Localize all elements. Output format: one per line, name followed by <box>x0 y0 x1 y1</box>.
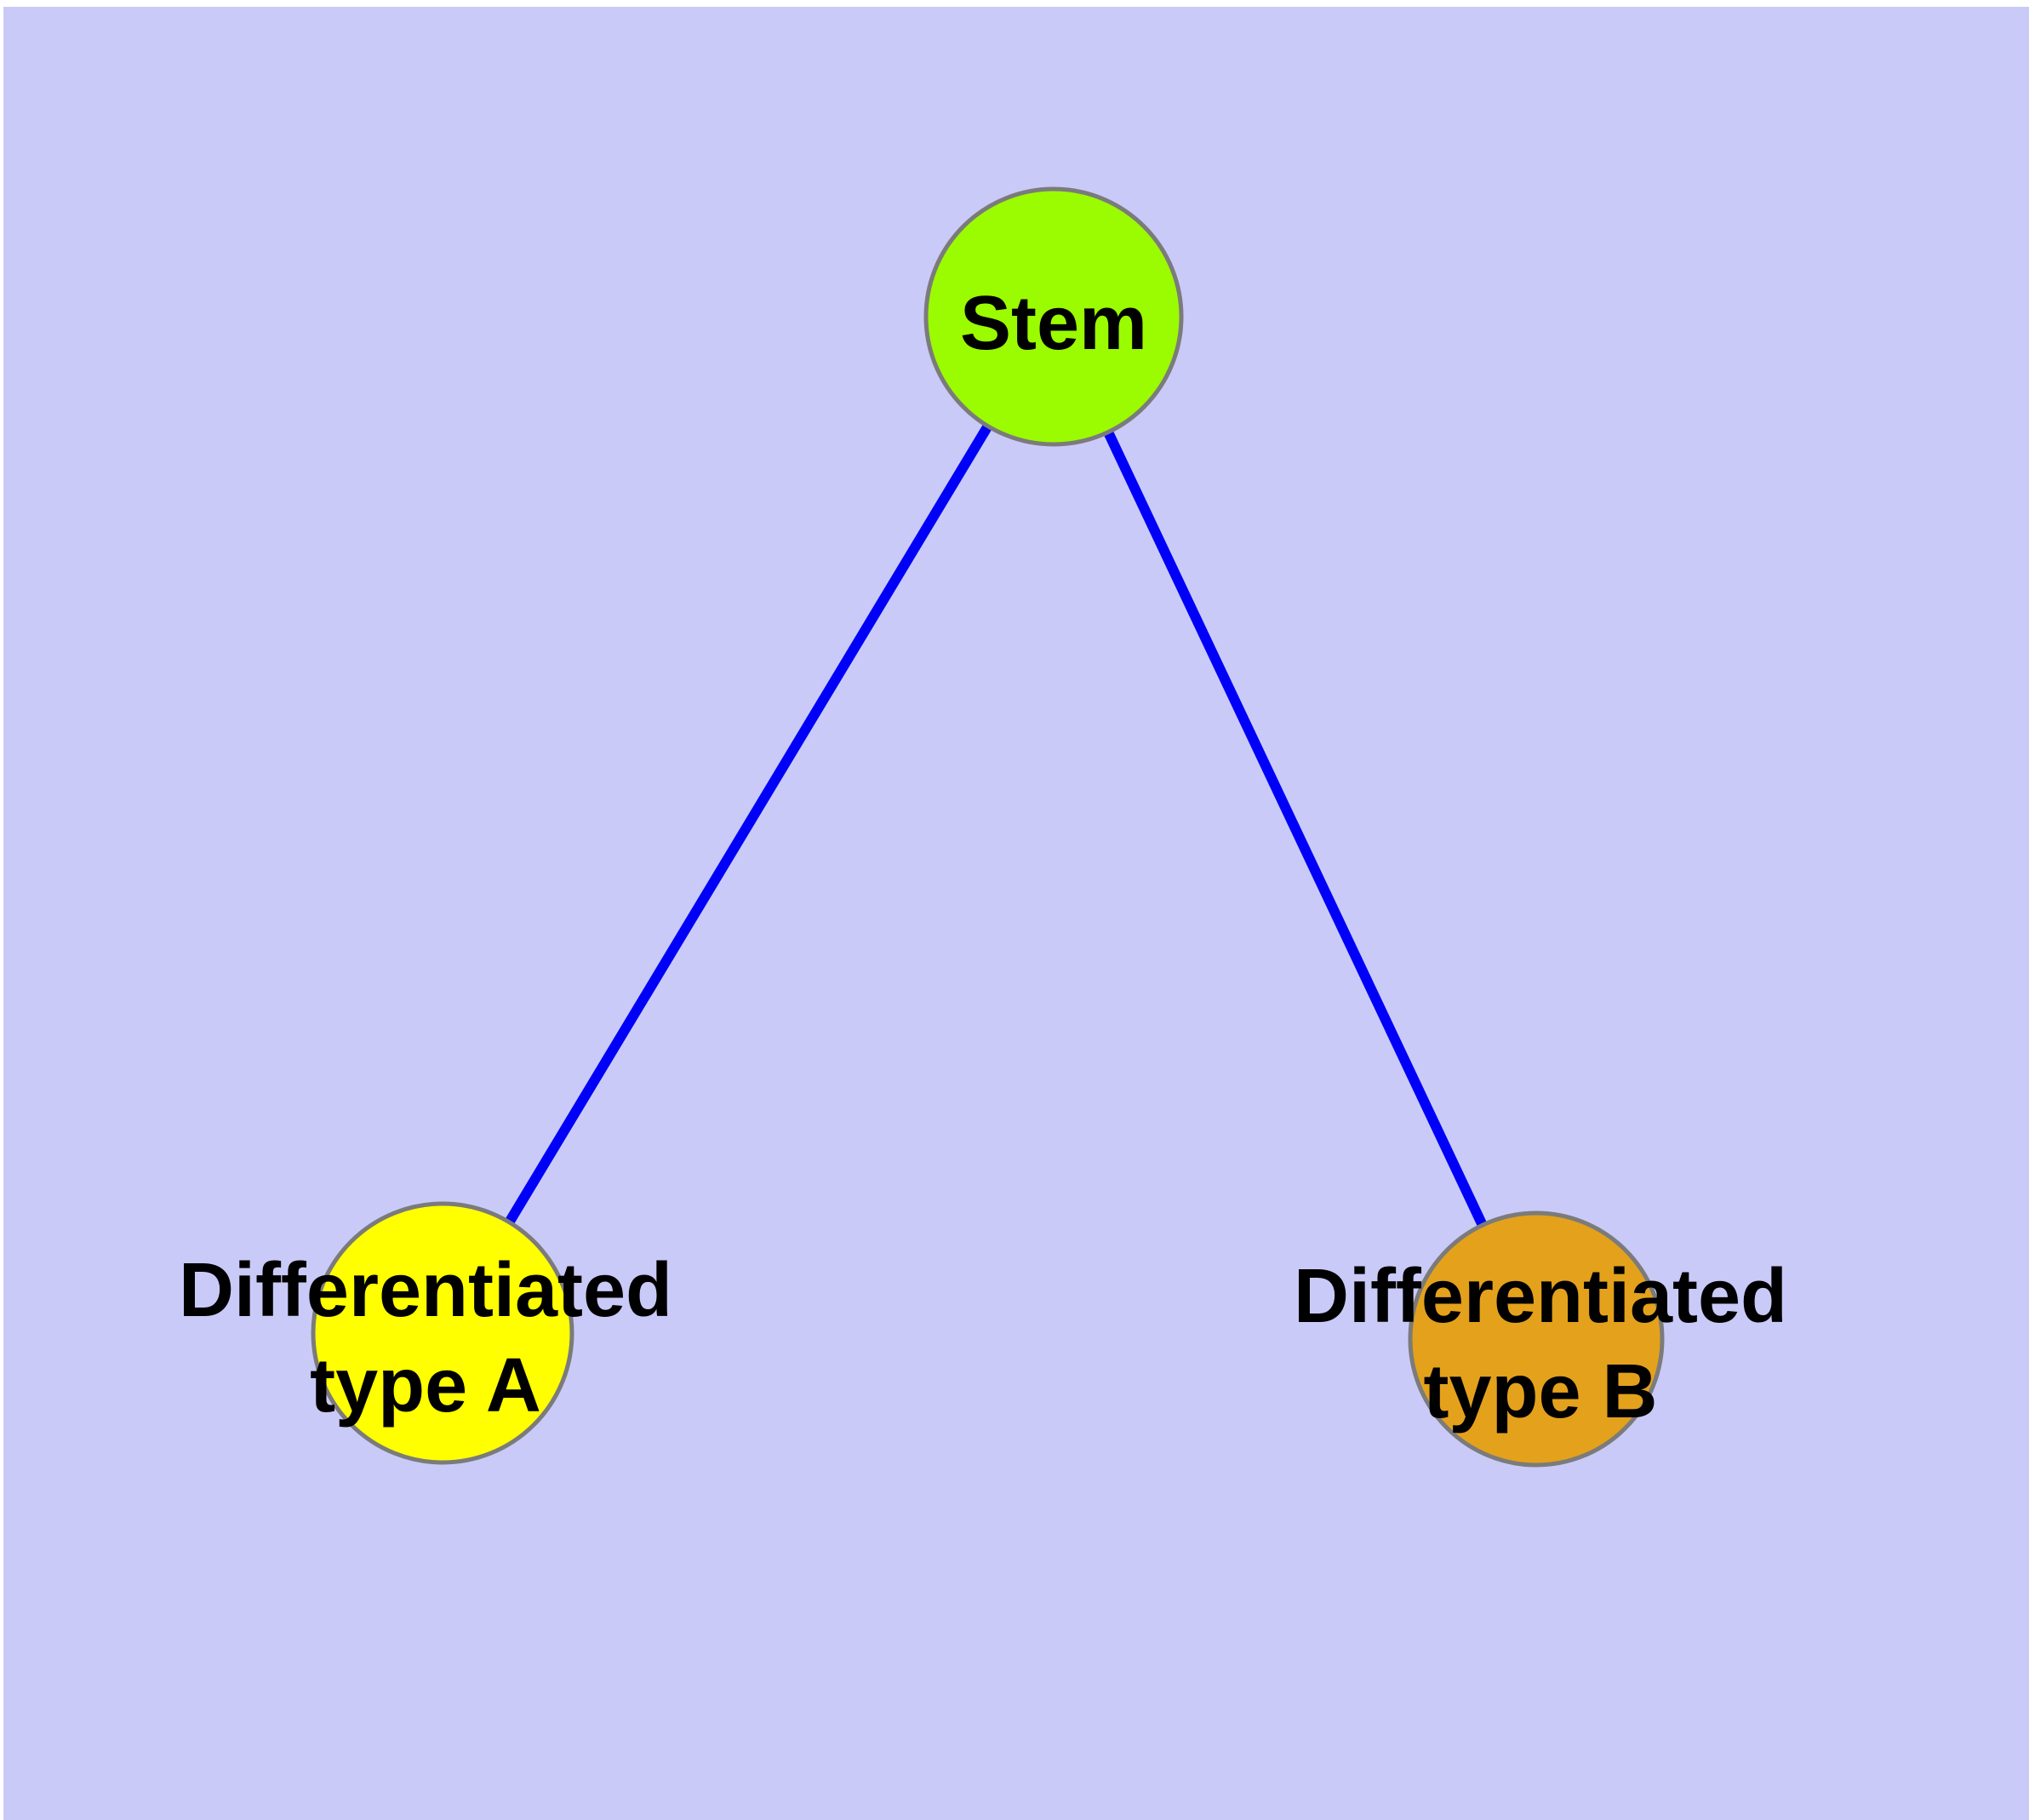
node-type-b-label-line1: Differentiated <box>1294 1254 1787 1339</box>
edge-stem-to-type-a <box>437 313 1059 1336</box>
node-type-a-label-line2: type A <box>310 1343 541 1428</box>
node-type-b <box>1408 1210 1665 1468</box>
edge-stem-to-type-b <box>1049 314 1541 1342</box>
node-type-b-label-line2: type B <box>1423 1349 1657 1434</box>
node-type-a-label-line1: Differentiated <box>179 1248 672 1333</box>
node-type-a <box>311 1201 574 1465</box>
node-stem <box>923 186 1184 447</box>
node-stem-label: Stem <box>960 281 1147 366</box>
